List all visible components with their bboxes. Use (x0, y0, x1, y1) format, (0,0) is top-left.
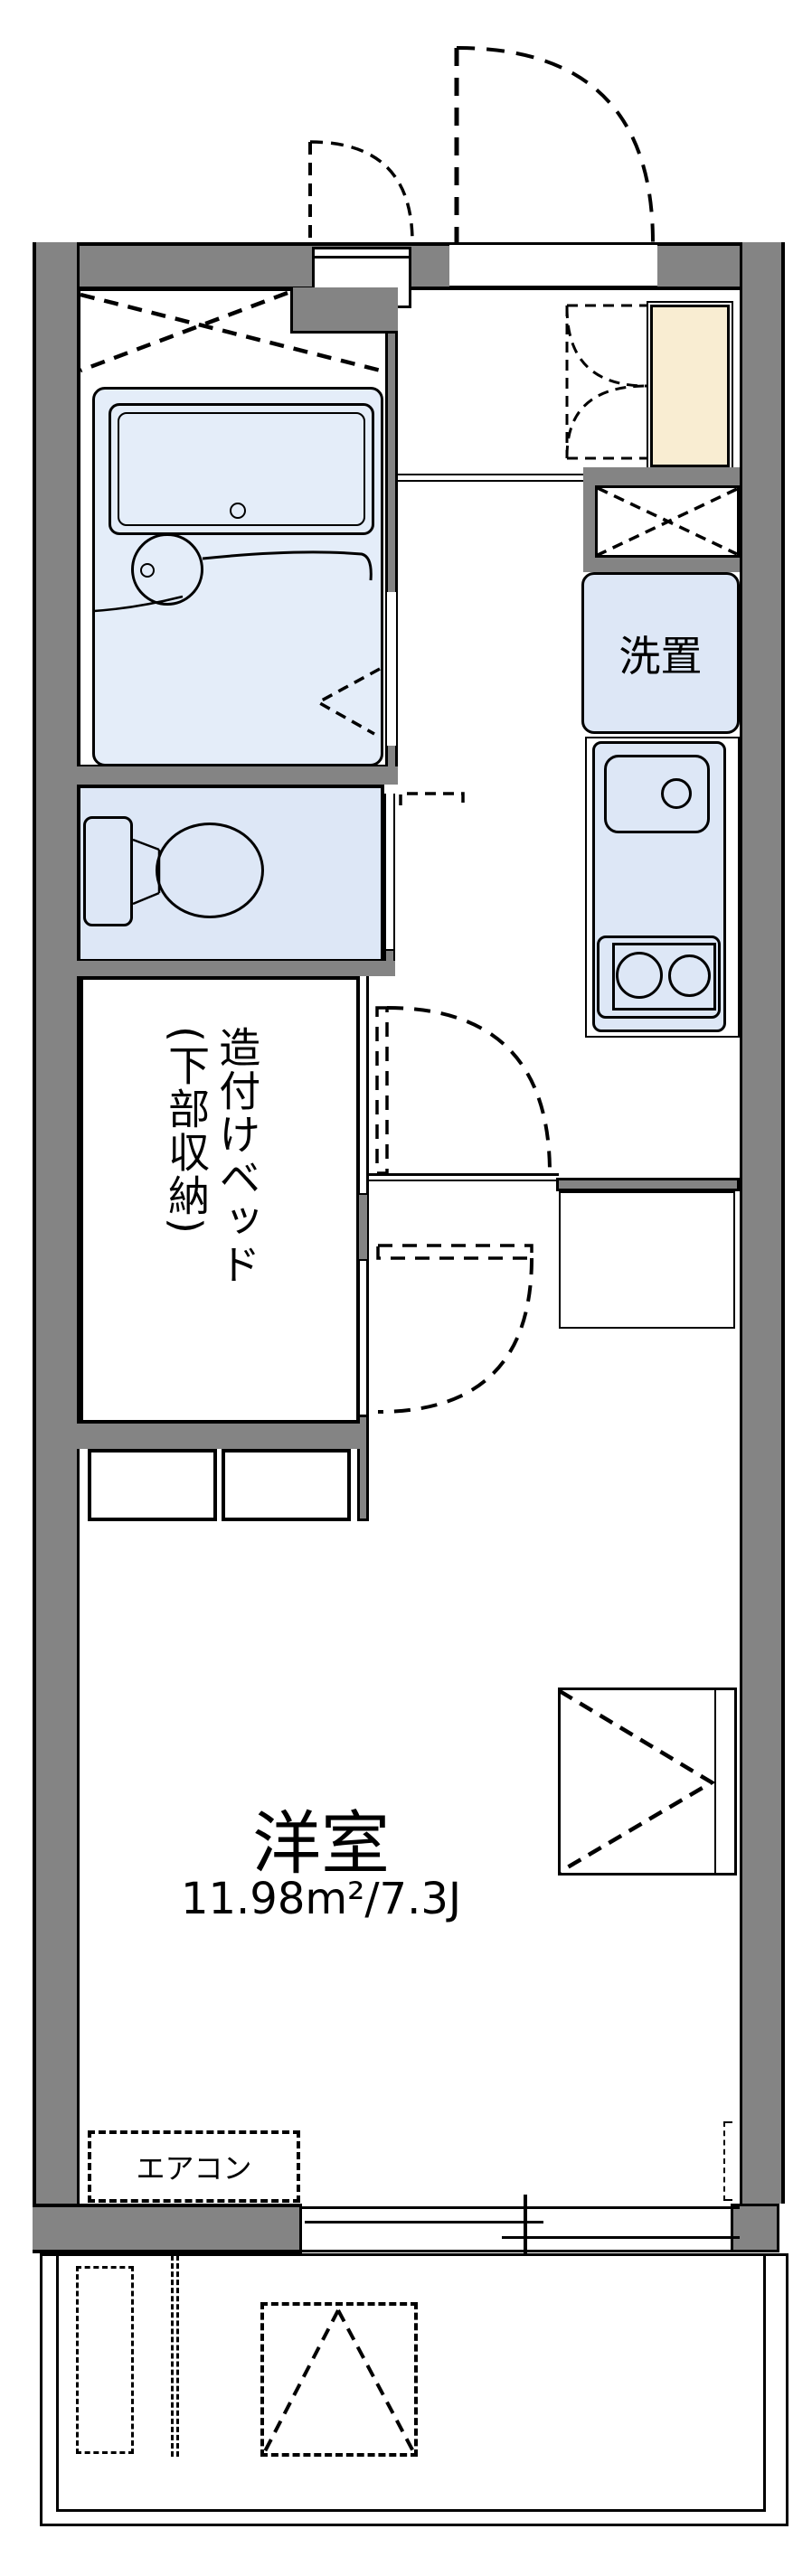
bed-label-line1: 造付けベッド (212, 1026, 262, 1286)
hall-south-wall (556, 1178, 740, 1191)
room-door-leaf (376, 1244, 533, 1260)
bathroom-door (385, 592, 398, 746)
wall-under-toilet (77, 961, 395, 976)
bed-wall-stub (357, 1415, 369, 1521)
entrance-door-arc (456, 46, 655, 243)
under-bed-box-1 (88, 1449, 217, 1521)
bathroom-corner-block (290, 287, 398, 334)
window-outer-line (302, 2250, 740, 2252)
meter-box-line (315, 256, 409, 259)
window-inner-line (302, 2206, 740, 2209)
stove-inner (612, 943, 716, 1011)
bed-label: 造付けベッド (下部収納) (161, 1026, 262, 1387)
outer-wall-left (33, 242, 80, 2253)
laundry-label: 洗置 (618, 631, 703, 681)
wall-under-bathroom (77, 766, 398, 785)
aircon-box: エアコン (88, 2130, 300, 2203)
hall-door-arc (386, 1006, 552, 1174)
window-center-tick (524, 2195, 527, 2265)
balcony-rail-right (763, 2253, 766, 2511)
bathroom-east-wall-upper (385, 334, 398, 592)
closet-divider (714, 1690, 716, 1873)
curtain-rail-dashes (723, 2121, 732, 2201)
burner-left-icon (616, 952, 663, 999)
refrigerator-space (559, 1191, 735, 1329)
balcony-dashed-box (76, 2266, 134, 2454)
closet (558, 1688, 737, 1876)
main-room: 洋室 11.98m²/7.3J (80, 1521, 740, 2204)
burner-right-icon (668, 954, 711, 997)
under-bed-box-2 (222, 1449, 351, 1521)
toilet-bowl (156, 823, 264, 918)
bathtub-inner (118, 412, 365, 526)
hall-door-head (369, 1173, 559, 1181)
shoe-cabinet-door-arcs (565, 306, 647, 457)
outer-wall-right (740, 242, 785, 2204)
hall-door-leaf (375, 1006, 389, 1175)
room-size-label: 11.98m²/7.3J (180, 1874, 462, 1924)
shoe-cabinet-doors (565, 304, 647, 460)
upper-cabinet-box (595, 485, 740, 558)
entrance-opening (449, 242, 657, 287)
bathroom-east-wall-lower (385, 746, 398, 768)
stove (597, 935, 721, 1019)
room-door-arc (377, 1257, 533, 1414)
wall-under-bed (36, 1424, 360, 1449)
outer-wall-bottom (33, 2204, 302, 2253)
toilet-door (384, 794, 395, 949)
entrance-step (398, 474, 583, 482)
window-sash-left (305, 2221, 543, 2223)
balcony-rail-left (56, 2253, 59, 2511)
washbasin-drain-icon (140, 563, 155, 578)
room-name-label: 洋室 (252, 1803, 390, 1884)
sink-drain-icon (661, 778, 692, 809)
meterbox-door-arc (309, 140, 414, 243)
laundry-space: 洗置 (581, 572, 740, 734)
bathtub-drain-icon (230, 503, 246, 519)
balcony (40, 2253, 788, 2526)
bed-east-wall-fill (357, 1193, 369, 1261)
shoe-cabinet (650, 305, 730, 467)
balcony-divider (171, 2255, 179, 2457)
aircon-label: エアコン (136, 2151, 252, 2186)
window-pier (731, 2204, 779, 2252)
bathtub (109, 403, 374, 535)
window-sash-right (502, 2236, 740, 2239)
kitchen-sink (604, 755, 710, 833)
bed-label-line2: (下部収納) (162, 1026, 212, 1236)
balcony-rail-bottom (56, 2509, 766, 2512)
evacuation-hatch (260, 2302, 418, 2457)
toilet-tank (83, 816, 133, 926)
toilet-door-dashes (399, 792, 465, 805)
